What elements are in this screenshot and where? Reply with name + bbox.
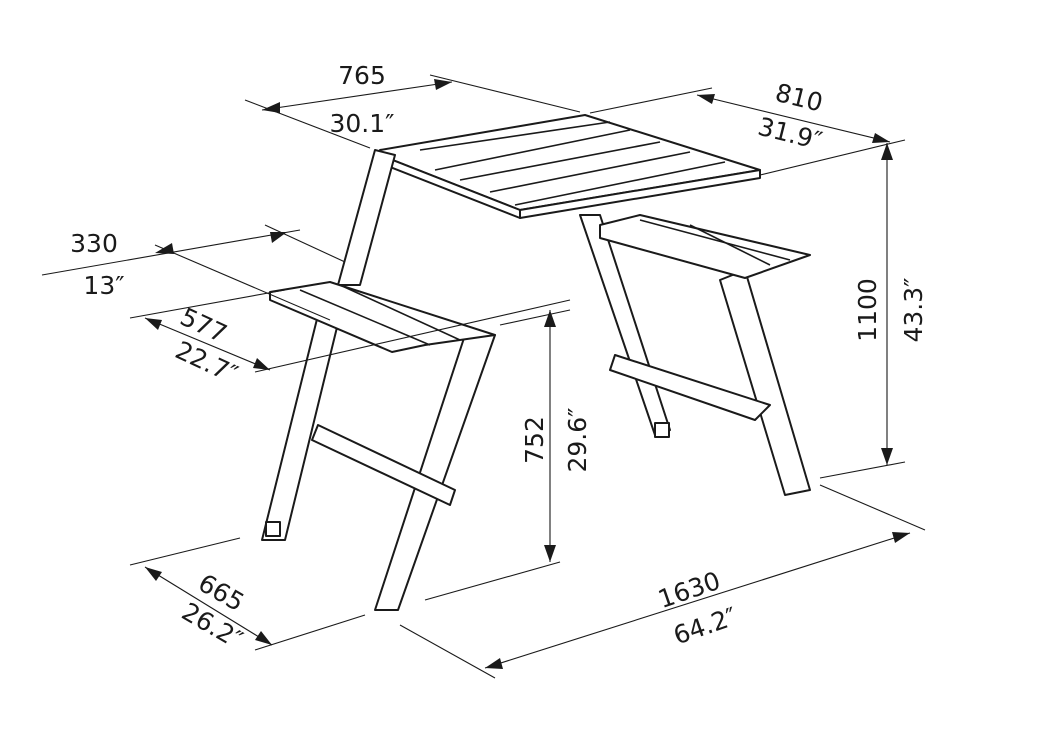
seat-depth-inch: 13″ — [83, 271, 124, 300]
seat-height-mm: 752 — [520, 416, 549, 464]
left-crossbar — [311, 424, 456, 506]
table-width-mm: 765 — [338, 61, 386, 90]
dimension-lines — [41, 74, 926, 679]
seat-height-inch: 29.6″ — [563, 407, 592, 472]
table-top — [379, 114, 761, 211]
right-seat — [599, 214, 811, 279]
table-width-inch: 30.1″ — [329, 109, 394, 138]
furniture-drawing — [261, 114, 811, 611]
right-crossbar — [609, 354, 771, 421]
total-length-inch: 64.2″ — [670, 602, 741, 651]
left-frame-leg-back — [261, 314, 341, 541]
seat-depth-mm: 330 — [70, 229, 118, 258]
right-frame-leg-front — [719, 269, 811, 496]
left-seat — [269, 281, 496, 353]
table-depth-inch: 31.9″ — [755, 112, 825, 156]
left-frame-upper — [337, 149, 396, 286]
total-height-mm: 1100 — [853, 278, 882, 342]
total-height-inch: 43.3″ — [899, 277, 928, 342]
left-foot-plate — [265, 521, 281, 537]
table-depth-mm: 810 — [772, 78, 825, 118]
right-foot-plate — [654, 422, 670, 438]
